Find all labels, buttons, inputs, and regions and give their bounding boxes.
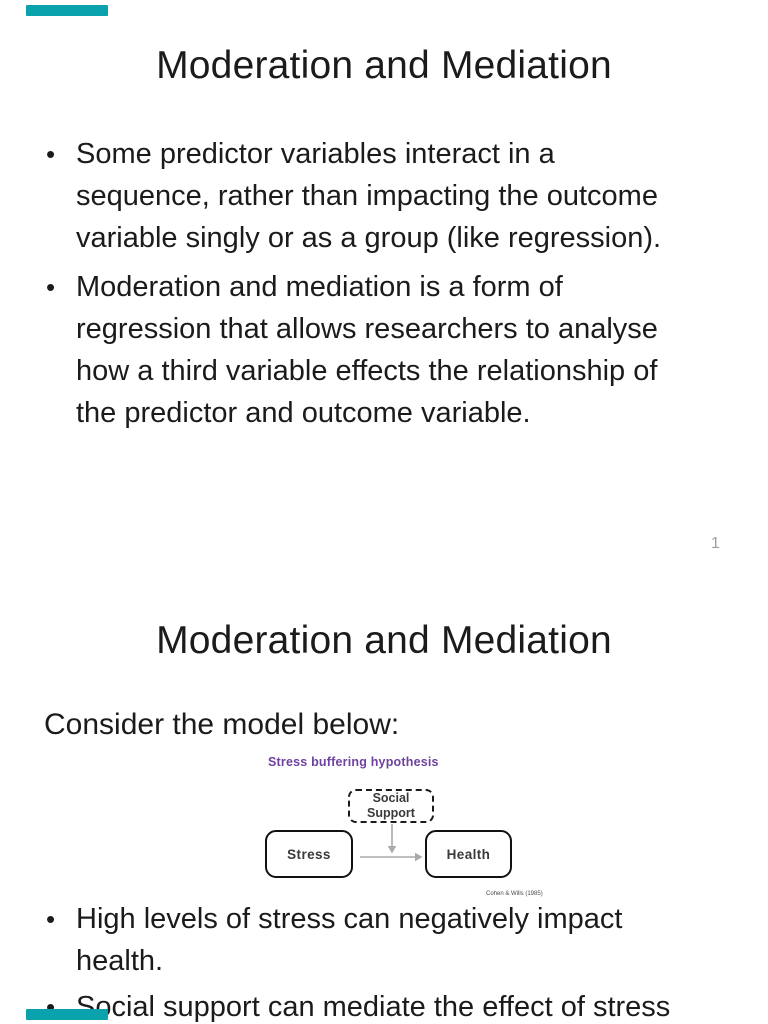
- bullet-text: Social support can mediate the effect of…: [76, 991, 671, 1023]
- placeholder-bar-bottom: [26, 1009, 108, 1020]
- bullet-marker: •: [46, 272, 56, 302]
- arrow-graphics: [360, 824, 423, 862]
- bullet-marker: •: [46, 139, 56, 169]
- health-box: Health: [425, 830, 512, 878]
- social-support-box: Social Support: [348, 789, 434, 823]
- bullet-marker: •: [46, 992, 56, 1022]
- intro-line: Consider the model below:: [44, 708, 400, 741]
- social-support-label: Social Support: [367, 791, 415, 820]
- slide-2-title: Moderation and Mediation: [156, 619, 612, 662]
- bullet-item: • Social support can mediate the effect …: [44, 986, 754, 1024]
- stress-box: Stress: [265, 830, 353, 878]
- placeholder-bar-top: [26, 5, 108, 16]
- diagram-heading: Stress buffering hypothesis: [268, 755, 439, 769]
- bullet-item: • Some predictor variables interact in a…: [44, 133, 754, 259]
- bullet-text: High levels of stress can negatively imp…: [76, 903, 623, 977]
- slide-1-title: Moderation and Mediation: [156, 44, 612, 87]
- stress-label: Stress: [287, 846, 331, 862]
- bullet-text: Moderation and mediation is a form of re…: [76, 271, 658, 429]
- health-label: Health: [446, 846, 491, 862]
- slide-number: 1: [711, 535, 720, 552]
- stress-buffering-diagram: Stress buffering hypothesis Social Suppo…: [230, 752, 560, 904]
- bullet-item: • Moderation and mediation is a form of …: [44, 266, 754, 434]
- bullet-item: • High levels of stress can negatively i…: [44, 898, 754, 982]
- diagram-citation: Cohen & Wills (1985): [486, 891, 543, 897]
- bullet-text: Some predictor variables interact in a s…: [76, 138, 662, 254]
- bullet-marker: •: [46, 904, 56, 934]
